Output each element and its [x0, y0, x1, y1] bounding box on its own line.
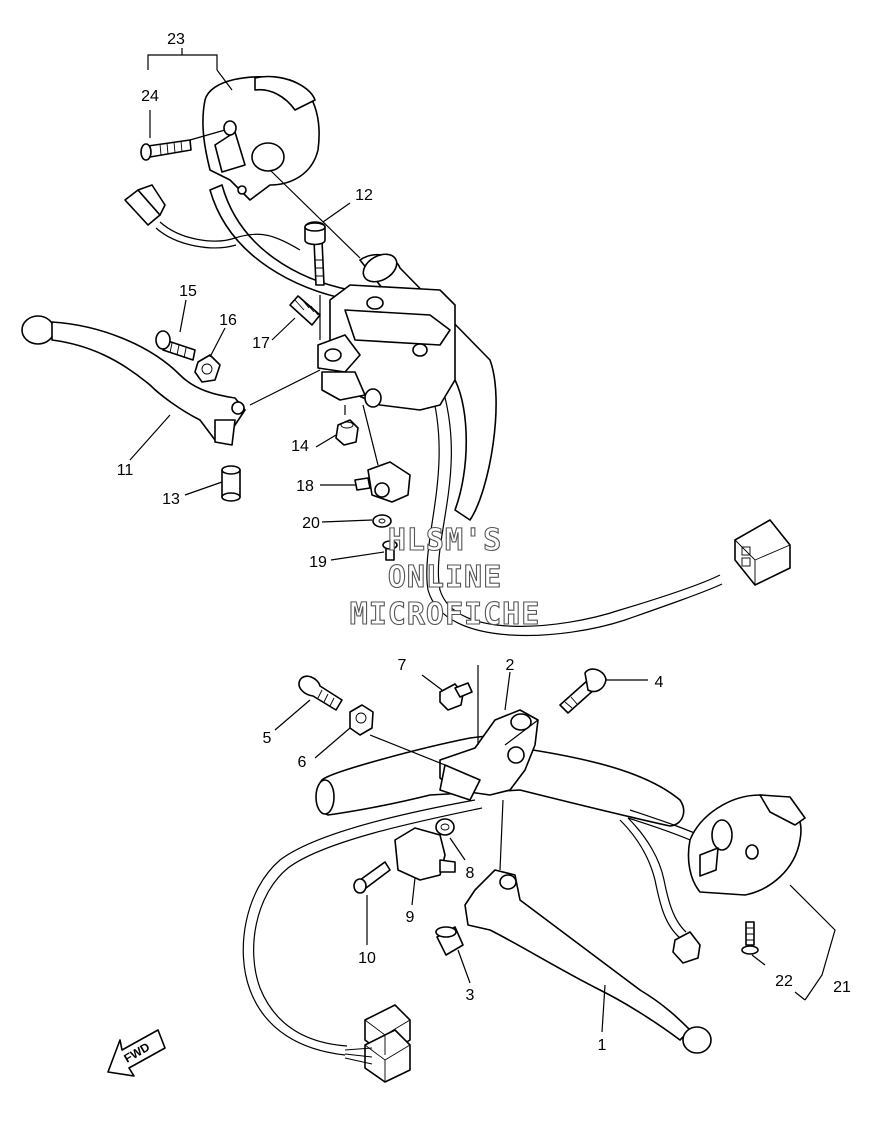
screw-22 [741, 921, 759, 955]
lower-leader-lines [274, 665, 836, 1033]
right-switch-housing [687, 794, 806, 896]
left-switch-housing [202, 75, 320, 201]
watermark: HLSM'S ONLINE MICROFICHE [349, 522, 541, 632]
bolt-5 [298, 675, 343, 711]
watermark-line-2: ONLINE [388, 560, 502, 595]
callout-numbers: 1 2 3 4 5 6 7 8 9 10 11 12 13 14 15 16 1… [117, 31, 851, 1054]
switch-18 [354, 461, 411, 503]
nut-14 [335, 419, 359, 446]
callout-20: 20 [302, 515, 320, 532]
callout-7: 7 [398, 657, 407, 674]
callout-12: 12 [355, 187, 373, 204]
bushing-8 [435, 818, 455, 836]
callout-23: 23 [167, 31, 185, 48]
callout-16: 16 [219, 312, 237, 329]
lower-lever-bracket-2 [439, 709, 539, 801]
callout-14: 14 [291, 438, 309, 455]
spring-17 [289, 295, 321, 326]
nut-6 [349, 704, 374, 736]
callout-17: 17 [252, 335, 270, 352]
callout-22: 22 [775, 973, 793, 990]
brake-lever-1 [464, 869, 712, 1054]
callout-15: 15 [179, 283, 197, 300]
callout-19: 19 [309, 554, 327, 571]
switch-wire-lead [124, 184, 301, 251]
watermark-line-1: HLSM'S [388, 523, 502, 558]
callout-8: 8 [466, 865, 475, 882]
bolt-4 [559, 668, 607, 714]
clutch-lever-11 [21, 315, 246, 446]
switch-9 [394, 827, 456, 881]
callout-4: 4 [655, 674, 664, 691]
screw-24 [140, 139, 192, 161]
forward-arrow-icon: FWD [107, 1029, 166, 1077]
washer-20 [372, 514, 392, 528]
callout-1: 1 [598, 1037, 607, 1054]
bolt-7 [439, 682, 473, 711]
nut-16 [194, 354, 221, 383]
callout-11: 11 [117, 462, 134, 479]
callout-3: 3 [466, 987, 475, 1004]
callout-9: 9 [406, 909, 415, 926]
watermark-line-3: MICROFICHE [350, 597, 541, 632]
callout-10: 10 [358, 950, 376, 967]
upper-leader-lines [129, 48, 385, 561]
collar-13 [221, 465, 241, 502]
callout-24: 24 [141, 88, 159, 105]
callout-18: 18 [296, 478, 314, 495]
callout-13: 13 [162, 491, 180, 508]
callout-21: 21 [833, 979, 851, 996]
callout-6: 6 [298, 754, 307, 771]
lower-connectors [344, 931, 701, 1083]
collar-3 [435, 926, 464, 956]
screw-10 [353, 861, 391, 894]
bolt-15 [155, 330, 196, 361]
bolt-12 [304, 221, 326, 286]
upper-lever-holder [317, 284, 456, 411]
upper-connector [734, 519, 791, 586]
callout-2: 2 [506, 657, 515, 674]
screw-19 [382, 540, 398, 561]
callout-5: 5 [263, 730, 272, 747]
